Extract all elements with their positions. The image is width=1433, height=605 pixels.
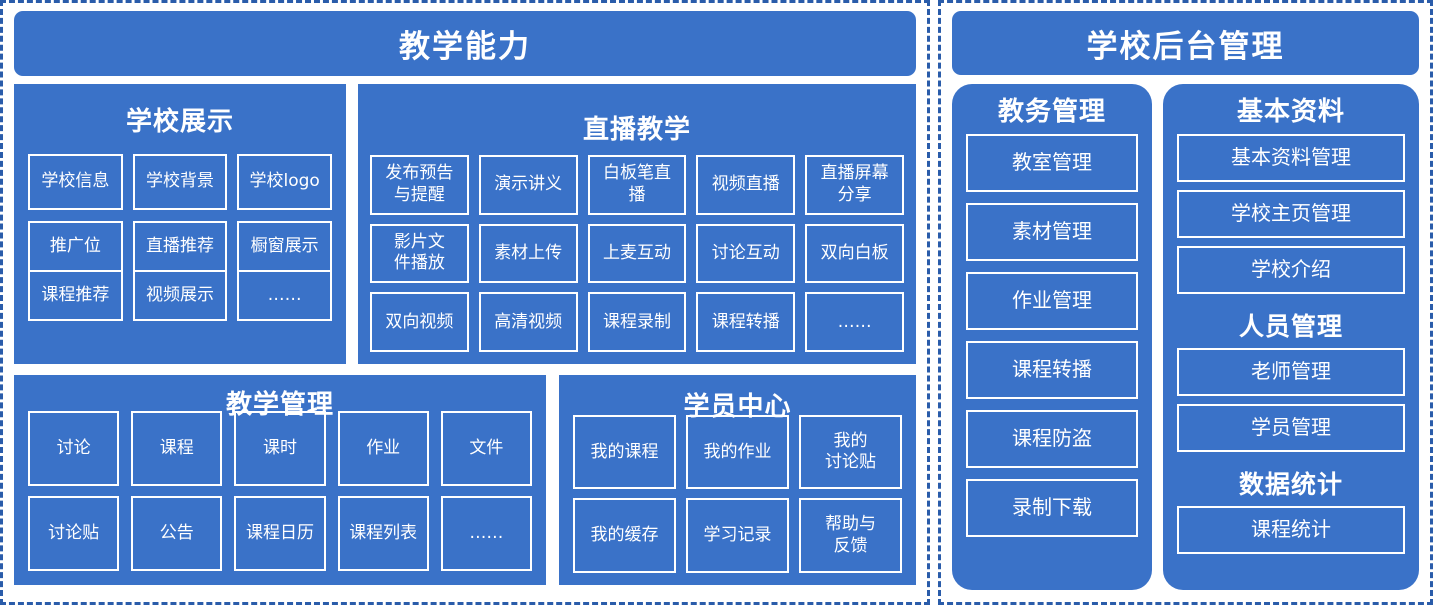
data-statistics-item[interactable]: 课程统计 bbox=[1177, 505, 1405, 554]
school-display-item[interactable]: 视频展示 bbox=[132, 270, 228, 321]
teaching-management-item[interactable]: 作业 bbox=[337, 410, 429, 486]
student-center-item[interactable]: 我的课程 bbox=[573, 414, 676, 490]
academic-affairs-item[interactable]: 课程防盗 bbox=[966, 409, 1138, 468]
academic-affairs-title: 教务管理 bbox=[997, 97, 1106, 127]
school-backend-header: 学校后台管理 bbox=[952, 11, 1419, 75]
student-center-item[interactable]: 我的作业 bbox=[686, 414, 789, 490]
live-teaching-item[interactable]: 讨论互动 bbox=[696, 223, 796, 284]
school-display-title: 学校展示 bbox=[125, 107, 234, 137]
live-teaching-item[interactable]: 上麦互动 bbox=[587, 223, 687, 284]
academic-affairs-item[interactable]: 教室管理 bbox=[966, 133, 1138, 192]
personnel-management-group: 老师管理 学员管理 bbox=[1177, 347, 1405, 460]
teaching-capability-header: 教学能力 bbox=[14, 11, 916, 76]
school-backend-columns: 教务管理 教室管理 素材管理 作业管理 课程转播 课程防盗 录制下载 基本资料 … bbox=[952, 84, 1419, 590]
live-teaching-item[interactable]: 课程录制 bbox=[587, 292, 687, 352]
teaching-management-item[interactable]: …… bbox=[440, 495, 532, 571]
school-display-item[interactable]: 学校信息 bbox=[28, 153, 123, 210]
student-center-item[interactable]: 我的缓存 bbox=[573, 498, 676, 573]
teaching-management-item[interactable]: 课程日历 bbox=[234, 495, 326, 571]
school-display-item[interactable]: 推广位 bbox=[28, 220, 123, 271]
basic-info-item[interactable]: 学校介绍 bbox=[1177, 245, 1405, 294]
live-teaching-item[interactable]: 课程转播 bbox=[696, 292, 796, 352]
live-teaching-title: 直播教学 bbox=[582, 115, 691, 145]
live-teaching-item[interactable]: 素材上传 bbox=[478, 223, 578, 284]
academic-affairs-card: 教务管理 教室管理 素材管理 作业管理 课程转播 课程防盗 录制下载 bbox=[952, 84, 1152, 590]
live-teaching-grid: 发布预告 与提醒 演示讲义 白板笔直 播 视频直播 直播屏幕 分享 影片文 件播… bbox=[370, 154, 904, 352]
personnel-management-item[interactable]: 学员管理 bbox=[1177, 403, 1405, 452]
student-center-title: 学员中心 bbox=[683, 392, 792, 422]
teaching-management-item[interactable]: 公告 bbox=[131, 495, 223, 571]
personnel-management-title: 人员管理 bbox=[1238, 311, 1343, 341]
basic-info-title: 基本资料 bbox=[1236, 97, 1345, 127]
live-teaching-item[interactable]: 双向白板 bbox=[805, 223, 904, 284]
teaching-management-title: 教学管理 bbox=[225, 390, 334, 420]
school-display-item[interactable]: 学校logo bbox=[237, 153, 332, 210]
school-display-item[interactable]: 课程推荐 bbox=[28, 270, 123, 321]
student-center-grid: 我的课程 我的作业 我的 讨论贴 我的缓存 学习记录 帮助与 反馈 bbox=[573, 414, 902, 573]
teaching-management-item[interactable]: 讨论 bbox=[28, 410, 120, 486]
school-backend-panel: 学校后台管理 教务管理 教室管理 素材管理 作业管理 课程转播 课程防盗 录制下… bbox=[938, 0, 1433, 605]
teaching-management-item[interactable]: 课时 bbox=[234, 410, 326, 486]
basic-info-card: 基本资料 基本资料管理 学校主页管理 学校介绍 人员管理 老师管理 学员管理 数… bbox=[1163, 84, 1419, 590]
live-teaching-item[interactable]: 直播屏幕 分享 bbox=[805, 154, 904, 215]
teaching-management-item[interactable]: 讨论贴 bbox=[28, 495, 120, 571]
school-display-grid: 学校信息 推广位 课程推荐 学校背景 直播推荐 视频展示 学校logo 橱窗展示… bbox=[28, 153, 332, 350]
left-row-upper: 学校展示 学校信息 推广位 课程推荐 学校背景 直播推荐 视频展示 学校logo bbox=[14, 84, 916, 364]
data-statistics-title: 数据统计 bbox=[1238, 469, 1343, 499]
school-display-column: 学校信息 推广位 课程推荐 bbox=[28, 153, 123, 350]
data-statistics-group: 课程统计 bbox=[1177, 505, 1405, 562]
basic-info-group: 基本资料管理 学校主页管理 学校介绍 bbox=[1177, 133, 1405, 302]
basic-info-item[interactable]: 基本资料管理 bbox=[1177, 133, 1405, 182]
school-display-column: 学校logo 橱窗展示 …… bbox=[237, 153, 332, 350]
teaching-management-grid: 讨论 课程 课时 作业 文件 讨论贴 公告 课程日历 课程列表 …… bbox=[28, 410, 532, 571]
left-row-lower: 教学管理 讨论 课程 课时 作业 文件 讨论贴 公告 课程日历 课程列表 …… … bbox=[14, 375, 916, 585]
academic-affairs-item[interactable]: 录制下载 bbox=[966, 478, 1138, 537]
student-center-item[interactable]: 学习记录 bbox=[686, 498, 789, 573]
student-center-item[interactable]: 我的 讨论贴 bbox=[799, 414, 902, 490]
live-teaching-item[interactable]: …… bbox=[805, 292, 904, 352]
student-center-card: 学员中心 我的课程 我的作业 我的 讨论贴 我的缓存 学习记录 帮助与 反馈 bbox=[559, 375, 916, 585]
school-display-item[interactable]: …… bbox=[237, 270, 332, 321]
academic-affairs-item[interactable]: 素材管理 bbox=[966, 202, 1138, 261]
live-teaching-item[interactable]: 双向视频 bbox=[370, 292, 469, 352]
basic-info-item[interactable]: 学校主页管理 bbox=[1177, 189, 1405, 238]
school-display-column: 学校背景 直播推荐 视频展示 bbox=[132, 153, 228, 350]
student-center-item[interactable]: 帮助与 反馈 bbox=[799, 498, 902, 573]
teaching-capability-panel: 教学能力 学校展示 学校信息 推广位 课程推荐 学校背景 直播推荐 视频展示 bbox=[0, 0, 930, 605]
live-teaching-item[interactable]: 发布预告 与提醒 bbox=[370, 154, 469, 215]
school-display-card: 学校展示 学校信息 推广位 课程推荐 学校背景 直播推荐 视频展示 学校logo bbox=[14, 84, 346, 364]
teaching-management-item[interactable]: 课程列表 bbox=[337, 495, 429, 571]
live-teaching-item[interactable]: 高清视频 bbox=[478, 292, 578, 352]
school-display-item[interactable]: 橱窗展示 bbox=[237, 220, 332, 271]
live-teaching-item[interactable]: 影片文 件播放 bbox=[370, 223, 469, 284]
academic-affairs-item[interactable]: 作业管理 bbox=[966, 271, 1138, 330]
academic-affairs-item[interactable]: 课程转播 bbox=[966, 340, 1138, 399]
live-teaching-card: 直播教学 发布预告 与提醒 演示讲义 白板笔直 播 视频直播 直播屏幕 分享 影… bbox=[358, 84, 916, 364]
personnel-management-item[interactable]: 老师管理 bbox=[1177, 347, 1405, 396]
live-teaching-item[interactable]: 演示讲义 bbox=[478, 154, 578, 215]
teaching-management-item[interactable]: 文件 bbox=[440, 410, 532, 486]
live-teaching-item[interactable]: 视频直播 bbox=[696, 154, 796, 215]
teaching-management-card: 教学管理 讨论 课程 课时 作业 文件 讨论贴 公告 课程日历 课程列表 …… bbox=[14, 375, 546, 585]
school-display-item[interactable]: 直播推荐 bbox=[132, 220, 228, 271]
school-display-item[interactable]: 学校背景 bbox=[132, 153, 228, 210]
live-teaching-item[interactable]: 白板笔直 播 bbox=[587, 154, 687, 215]
teaching-management-item[interactable]: 课程 bbox=[131, 410, 223, 486]
